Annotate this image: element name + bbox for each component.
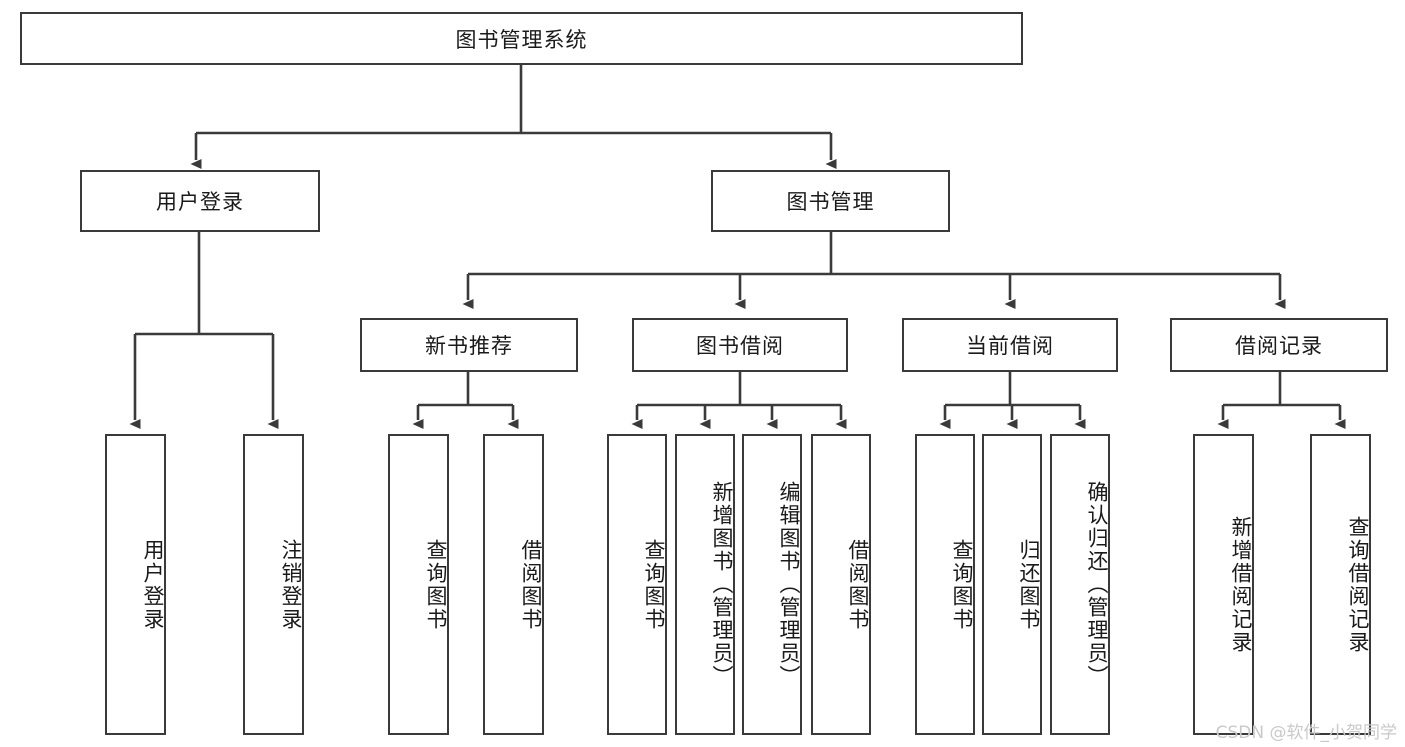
leaf-user-login-login[interactable]: 用户登录 [105, 434, 166, 735]
node-root[interactable]: 图书管理系统 [20, 12, 1023, 65]
leaf-record-query-label: 查询借阅记录 [1346, 515, 1370, 654]
node-new-book-recommend-label: 新书推荐 [425, 334, 513, 358]
node-new-book-recommend[interactable]: 新书推荐 [360, 318, 578, 372]
leaf-current-query-book-label: 查询图书 [950, 538, 974, 631]
leaf-borrow-query-book-label: 查询图书 [642, 538, 666, 631]
node-user-login-label: 用户登录 [156, 190, 244, 214]
leaf-current-confirm-return-label: 确认归还（管理员） [1085, 481, 1109, 688]
leaf-borrow-edit-book-label: 编辑图书（管理员） [777, 481, 801, 688]
node-borrow-record-label: 借阅记录 [1235, 334, 1323, 358]
leaf-borrow-add-book[interactable]: 新增图书（管理员） [675, 434, 735, 735]
node-root-label: 图书管理系统 [455, 27, 588, 52]
node-user-login[interactable]: 用户登录 [80, 170, 320, 232]
leaf-user-login-logout[interactable]: 注销登录 [243, 434, 304, 735]
leaf-user-login-logout-label: 注销登录 [279, 538, 303, 631]
leaf-borrow-query-book[interactable]: 查询图书 [607, 434, 667, 735]
leaf-new-book-query[interactable]: 查询图书 [388, 434, 449, 735]
leaf-current-return-book-label: 归还图书 [1017, 538, 1041, 631]
leaf-new-book-borrow-label: 借阅图书 [519, 538, 543, 631]
leaf-current-confirm-return[interactable]: 确认归还（管理员） [1050, 434, 1110, 735]
node-book-management[interactable]: 图书管理 [711, 170, 950, 232]
leaf-record-add-label: 新增借阅记录 [1229, 515, 1253, 654]
leaf-record-add[interactable]: 新增借阅记录 [1193, 434, 1254, 735]
node-book-management-label: 图书管理 [786, 190, 875, 214]
leaf-current-return-book[interactable]: 归还图书 [982, 434, 1042, 735]
leaf-new-book-query-label: 查询图书 [424, 538, 448, 631]
leaf-borrow-borrow-book[interactable]: 借阅图书 [811, 434, 871, 735]
leaf-borrow-borrow-book-label: 借阅图书 [846, 538, 870, 631]
node-book-borrow[interactable]: 图书借阅 [632, 318, 848, 372]
leaf-user-login-login-label: 用户登录 [141, 538, 165, 631]
leaf-current-query-book[interactable]: 查询图书 [915, 434, 975, 735]
leaf-borrow-add-book-label: 新增图书（管理员） [710, 481, 734, 688]
leaf-record-query[interactable]: 查询借阅记录 [1310, 434, 1371, 735]
node-book-borrow-label: 图书借阅 [696, 334, 784, 358]
node-borrow-record[interactable]: 借阅记录 [1170, 318, 1388, 372]
leaf-borrow-edit-book[interactable]: 编辑图书（管理员） [742, 434, 802, 735]
watermark: CSDN @软件_小贺同学 [1215, 723, 1397, 743]
leaf-new-book-borrow[interactable]: 借阅图书 [483, 434, 544, 735]
node-current-borrow[interactable]: 当前借阅 [902, 318, 1118, 372]
node-current-borrow-label: 当前借阅 [966, 334, 1054, 358]
